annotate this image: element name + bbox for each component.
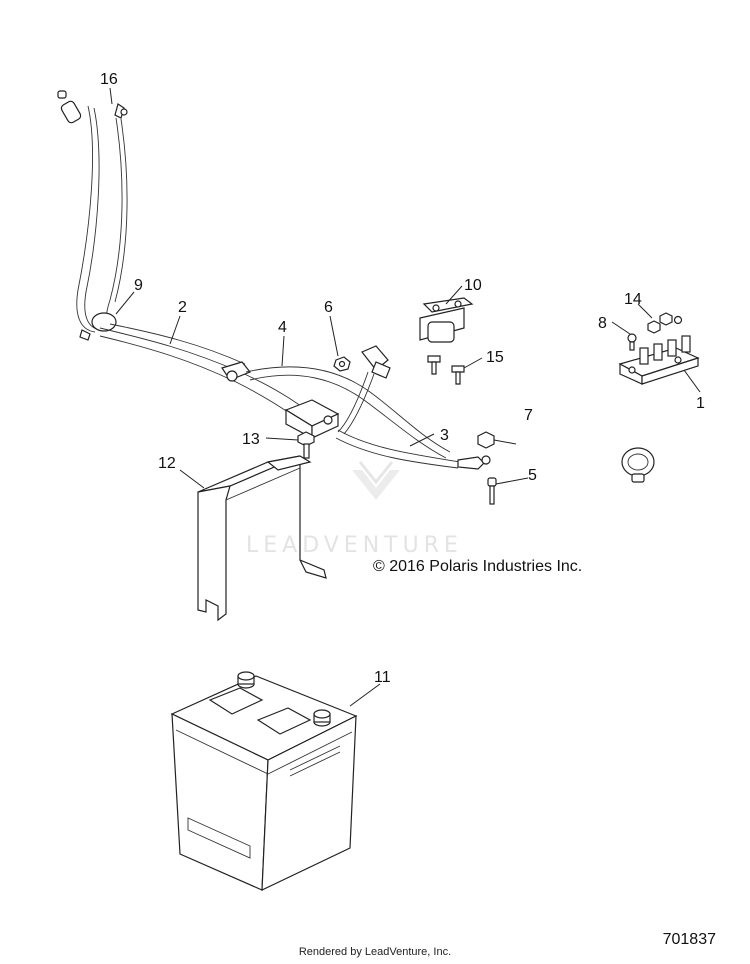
cable-clamp [621, 447, 655, 483]
nuts-14 [647, 312, 683, 334]
callout-4: 4 [278, 319, 287, 336]
callout-2: 2 [178, 299, 187, 316]
callout-3: 3 [440, 427, 449, 444]
callout-16: 16 [100, 71, 118, 88]
watermark: LEADVENTURE [246, 461, 463, 558]
screws-15 [427, 355, 465, 385]
callout-14: 14 [624, 291, 642, 308]
callout-9: 9 [134, 277, 143, 294]
callout-5: 5 [528, 467, 537, 484]
stud-5 [487, 477, 497, 505]
callout-6: 6 [324, 299, 333, 316]
leader-lines [109, 87, 701, 707]
nut-7 [477, 431, 495, 449]
relay-10 [419, 297, 474, 343]
callout-15: 15 [486, 349, 504, 366]
callout-10: 10 [464, 277, 482, 294]
callout-13: 13 [242, 431, 260, 448]
bolt-13 [297, 431, 315, 459]
callout-7: 7 [524, 407, 533, 424]
copyright-notice: © 2016 Polaris Industries Inc. [373, 558, 583, 575]
wire-harness [57, 90, 491, 470]
rendered-by-credit: Rendered by LeadVenture, Inc. [298, 946, 452, 958]
callout-8: 8 [598, 315, 607, 332]
callout-labels: 16 9 2 4 6 10 15 3 7 5 13 12 11 8 14 1 [100, 71, 705, 686]
nut-6 [333, 356, 351, 372]
battery-11 [170, 671, 358, 891]
bolt-8 [627, 333, 637, 351]
terminal-block-1 [618, 335, 700, 385]
callout-12: 12 [158, 455, 176, 472]
diagram-number: 701837 [662, 931, 716, 948]
callout-1: 1 [696, 395, 705, 412]
callout-11: 11 [374, 669, 391, 686]
battery-bracket-12 [197, 455, 327, 622]
watermark-text: LEADVENTURE [246, 533, 463, 558]
